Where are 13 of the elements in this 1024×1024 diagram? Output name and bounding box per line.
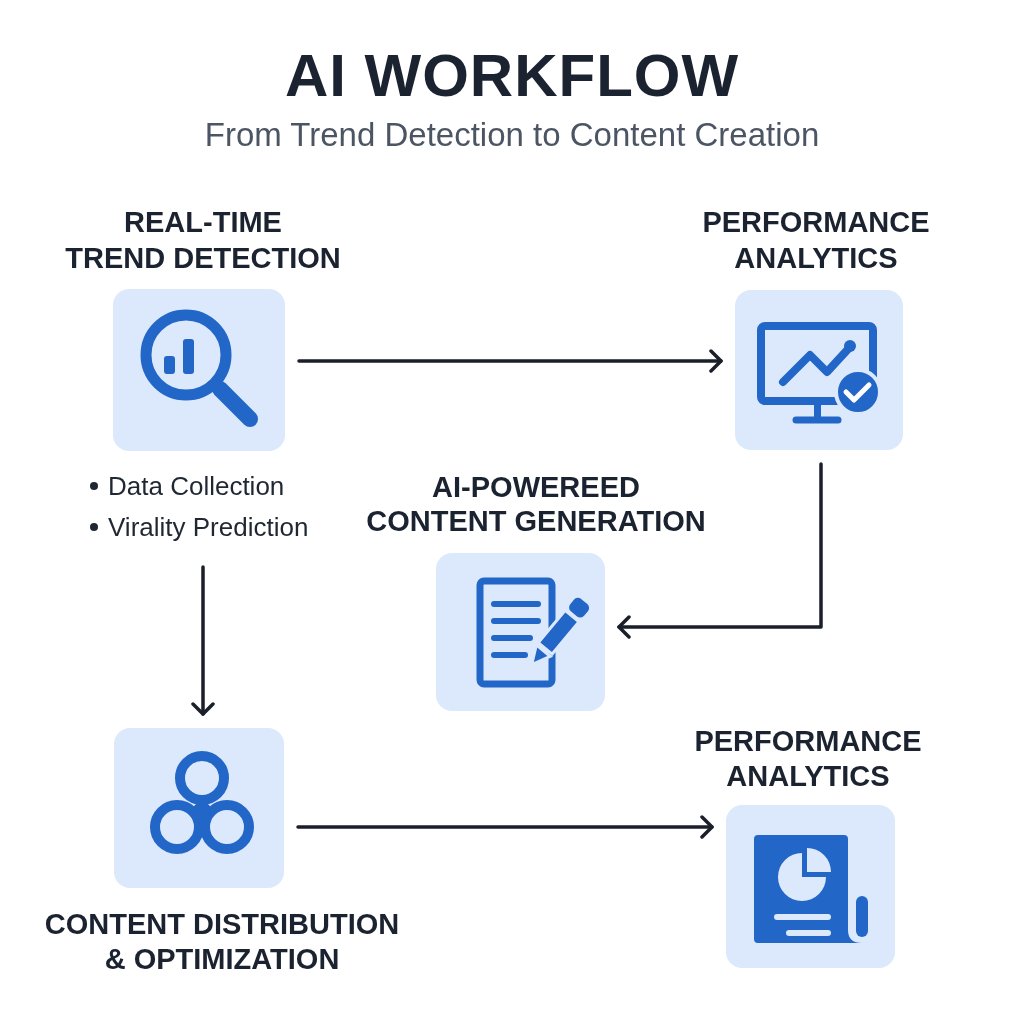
arrow xyxy=(297,349,723,373)
bullet-text: Data Collection xyxy=(108,471,285,501)
bullet-text: Virality Prediction xyxy=(108,512,309,542)
diagram-title: AI WORKFLOW xyxy=(283,43,741,109)
step-heading: CONTENT DISTRIBUTION & OPTIMIZATION xyxy=(44,907,400,977)
step-heading: REAL-TIME TREND DETECTION xyxy=(65,205,341,276)
arrow xyxy=(191,565,215,716)
subtitle: From Trend Detection to Content Creation xyxy=(203,115,821,155)
step-heading: PERFORMANCE ANALYTICS xyxy=(702,205,930,276)
arrow xyxy=(617,462,823,639)
step-heading: AI-POWEREED CONTENT GENERATION xyxy=(366,470,706,538)
arrow xyxy=(296,815,714,839)
step-heading: PERFORMANCE ANALYTICS xyxy=(694,724,922,794)
